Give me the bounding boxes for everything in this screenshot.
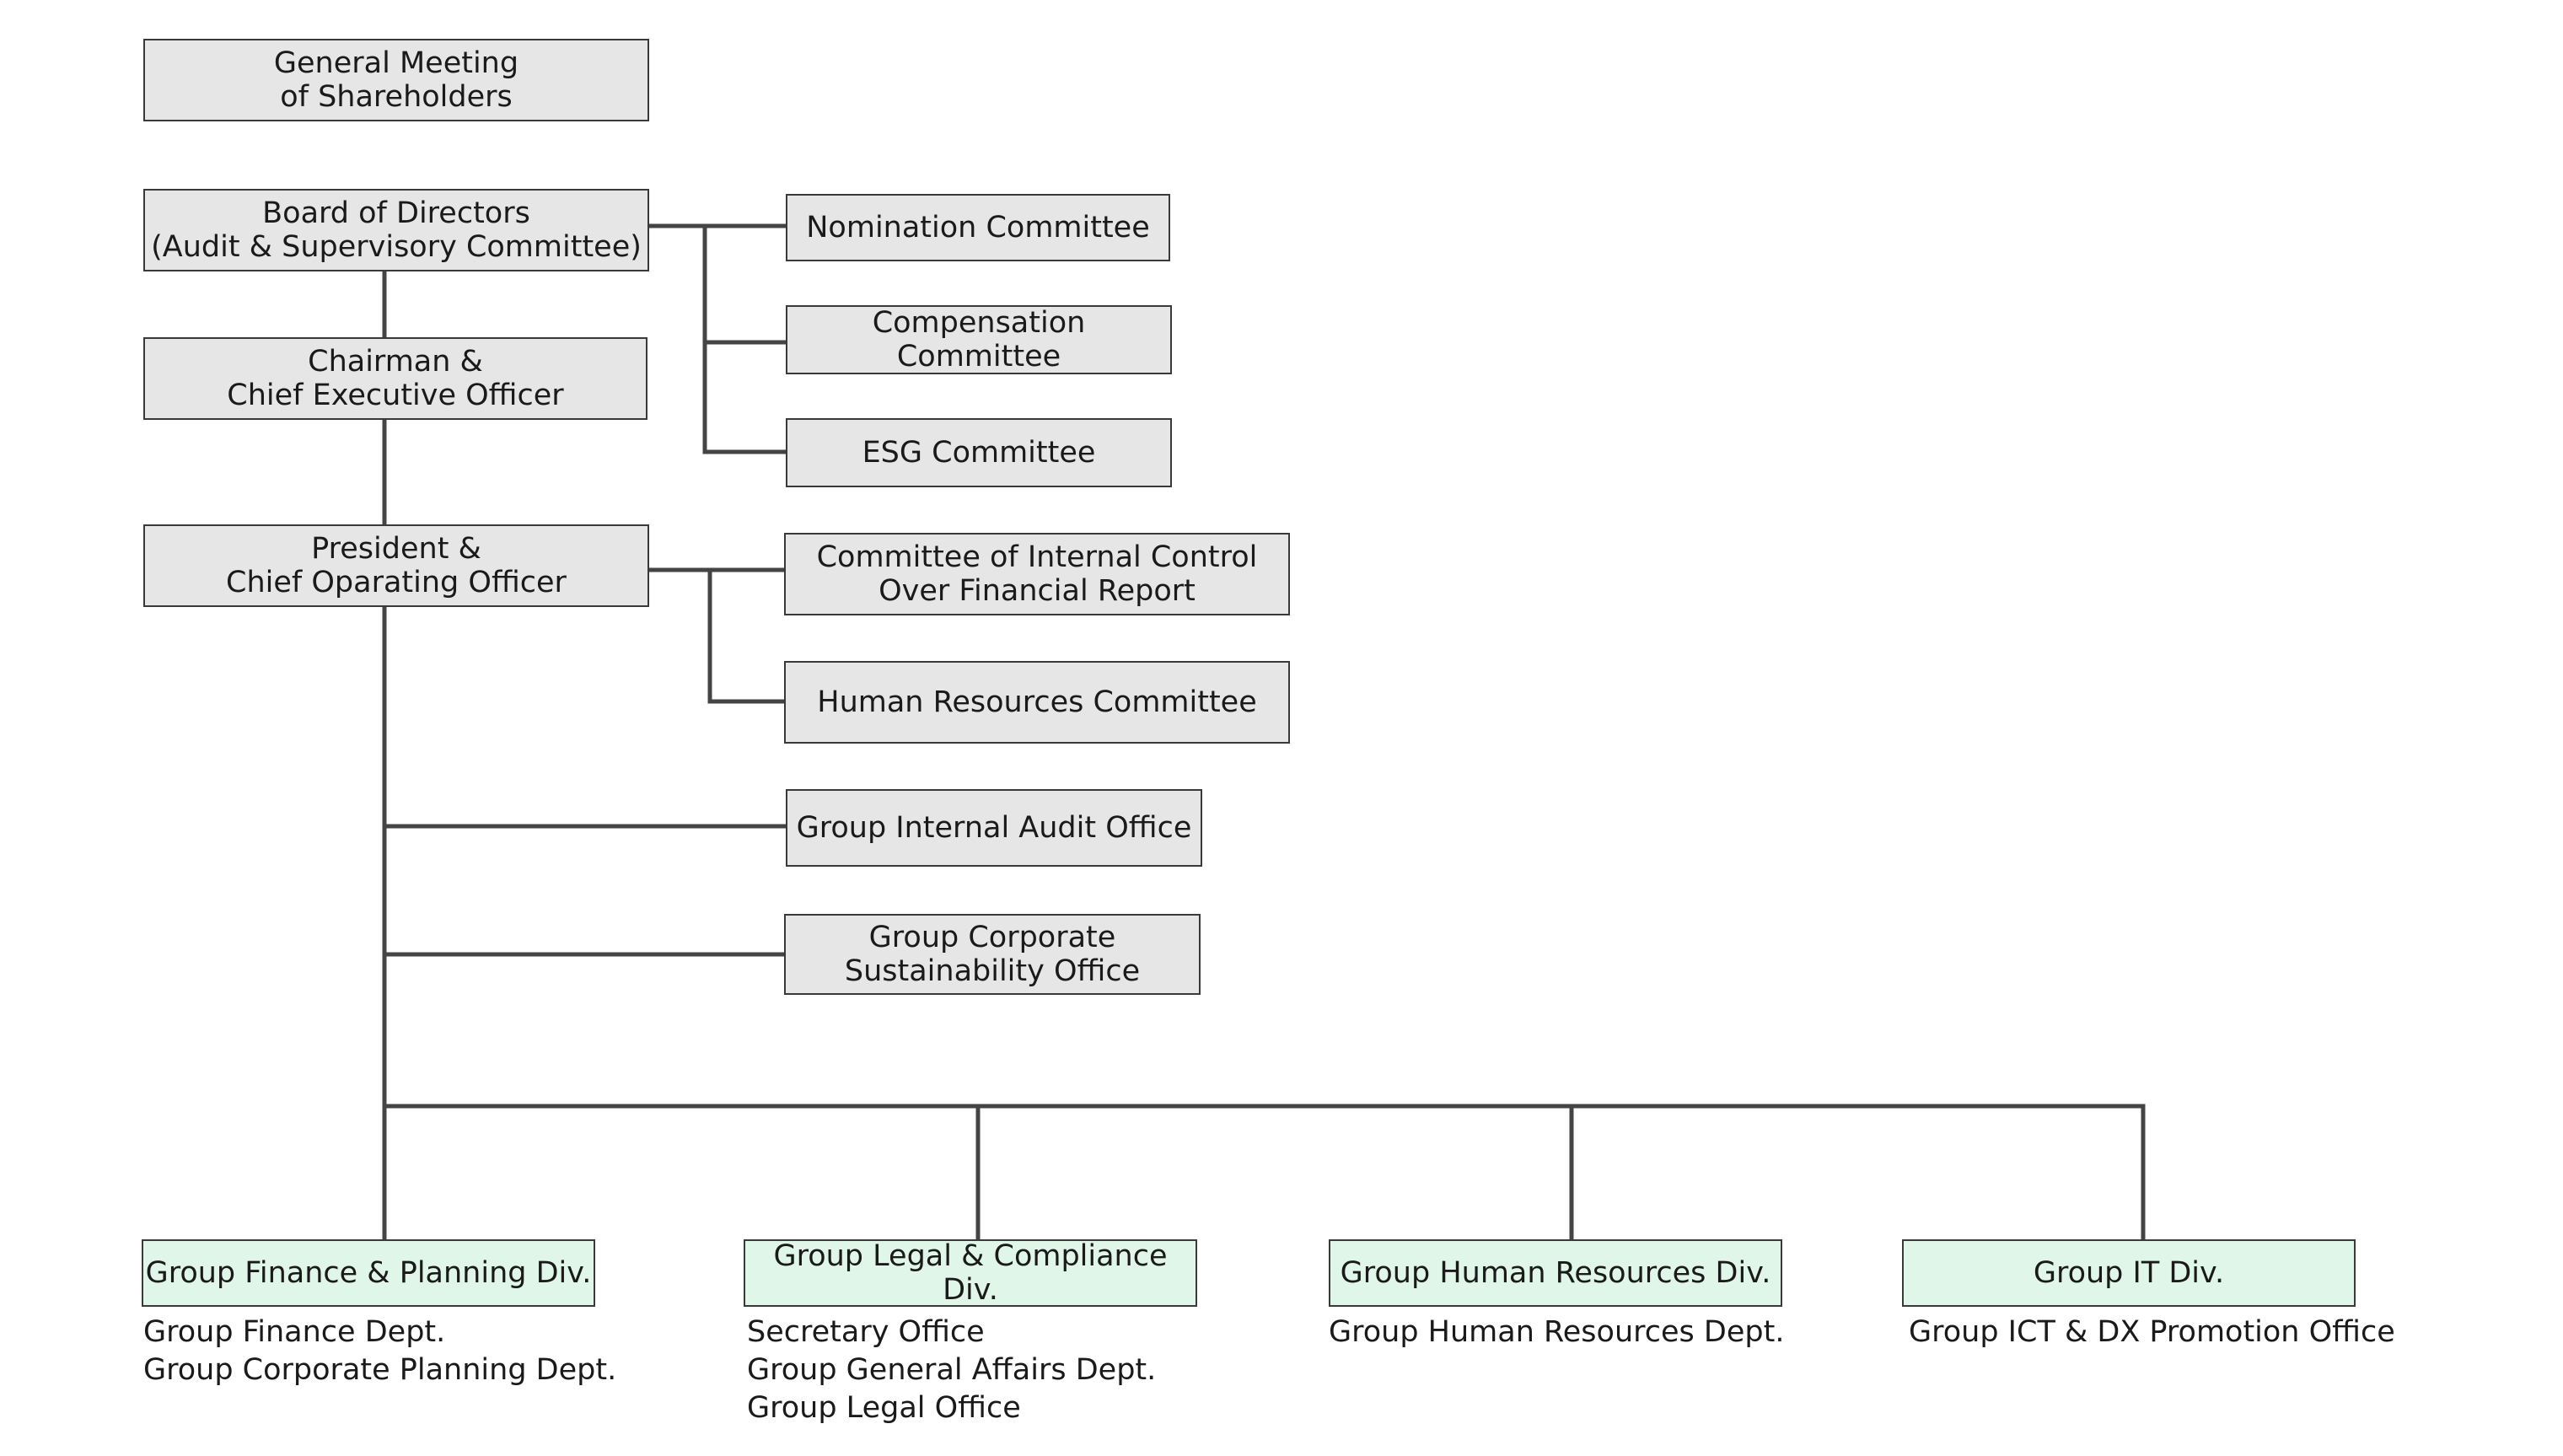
division-units-legal-compliance: Secretary Office Group General Affairs D… xyxy=(747,1314,1156,1427)
hr-committee-box: Human Resources Committee xyxy=(784,661,1290,744)
unit-label: Group Finance Dept. xyxy=(143,1315,446,1349)
compensation-committee-box: Compensation Committee xyxy=(786,305,1172,374)
division-units-finance-planning: Group Finance Dept. Group Corporate Plan… xyxy=(143,1314,616,1389)
icfr-committee-box: Committee of Internal Control Over Finan… xyxy=(784,533,1290,615)
sustainability-office-box: Group Corporate Sustainability Office xyxy=(784,914,1201,995)
division-box-finance-planning: Group Finance & Planning Div. xyxy=(142,1239,595,1307)
president-coo-box: President & Chief Oparating Officer xyxy=(143,524,649,607)
unit-label: Group Human Resources Dept. xyxy=(1329,1315,1785,1349)
unit-label: Group Legal Office xyxy=(747,1391,1021,1425)
division-box-human-resources: Group Human Resources Div. xyxy=(1329,1239,1782,1307)
esg-committee-box: ESG Committee xyxy=(786,418,1172,487)
division-units-it: Group ICT & DX Promotion Office xyxy=(1909,1314,2395,1351)
unit-label: Group Corporate Planning Dept. xyxy=(143,1353,617,1387)
division-box-legal-compliance: Group Legal & Compliance Div. xyxy=(744,1239,1197,1307)
unit-label: Secretary Office xyxy=(747,1315,985,1349)
board-of-directors-box: Board of Directors (Audit & Supervisory … xyxy=(143,189,649,271)
nomination-committee-box: Nomination Committee xyxy=(786,194,1170,261)
division-box-it: Group IT Div. xyxy=(1902,1239,2356,1307)
unit-label: Group General Affairs Dept. xyxy=(747,1353,1157,1387)
internal-audit-office-box: Group Internal Audit Office xyxy=(786,789,1202,867)
chairman-ceo-box: Chairman & Chief Executive Officer xyxy=(143,337,647,420)
general-meeting-box: General Meeting of Shareholders xyxy=(143,39,649,121)
unit-label: Group ICT & DX Promotion Office xyxy=(1909,1315,2395,1349)
division-units-human-resources: Group Human Resources Dept. xyxy=(1329,1314,1784,1351)
